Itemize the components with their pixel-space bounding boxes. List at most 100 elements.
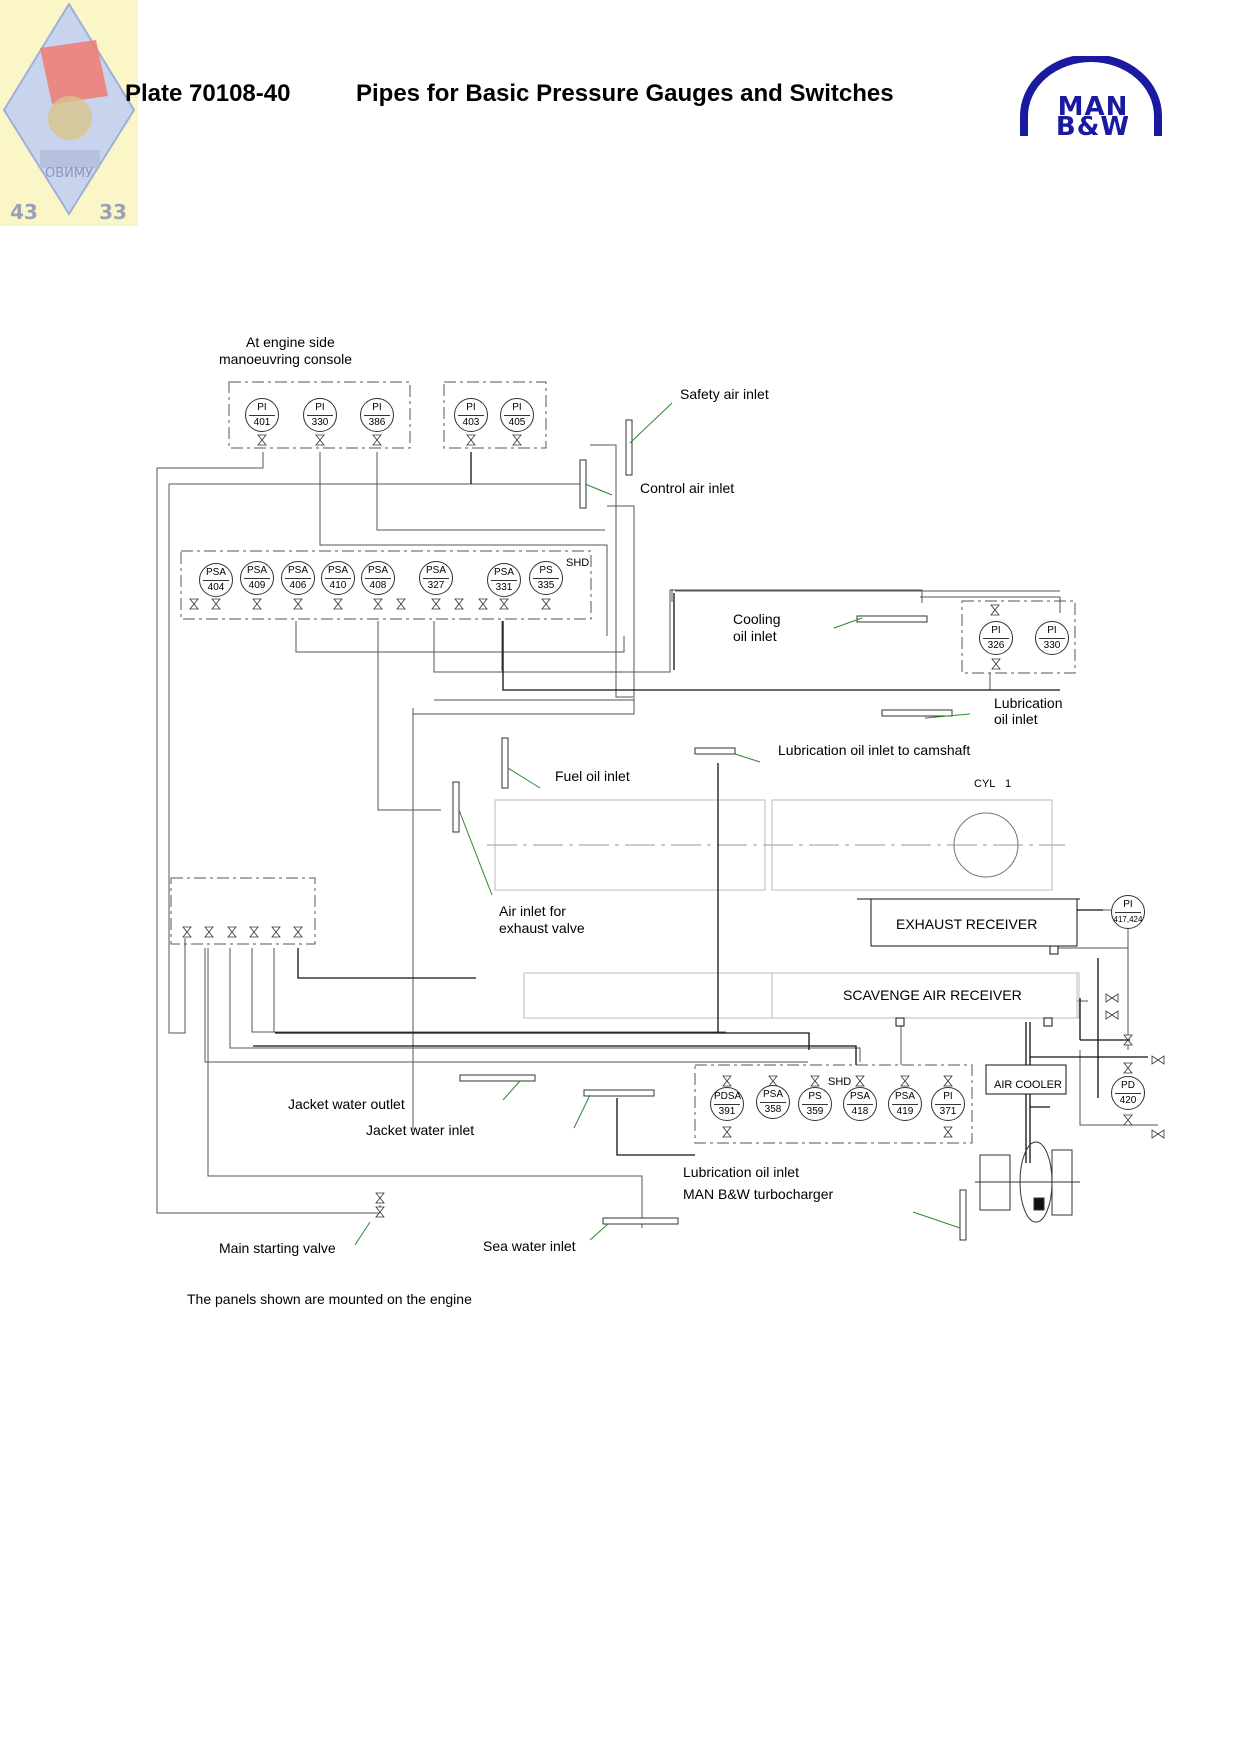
gauge-number: 331: [495, 582, 513, 593]
gauge-number: 420: [1119, 1095, 1137, 1106]
label-man-bw-turbocharger: MAN B&W turbocharger: [683, 1186, 834, 1202]
gauge-type: PI: [307, 401, 333, 416]
label-cyl: CYL: [974, 778, 996, 790]
gauge-type: PSA: [423, 564, 449, 579]
gauge-number: 418: [851, 1106, 869, 1117]
label-lub-oil-inlet-turbo: Lubrication oil inlet: [683, 1164, 799, 1180]
emblem-watermark: ОВИМУ 43 33: [0, 0, 138, 226]
gauge-type: PSA: [760, 1088, 786, 1103]
label-lub-oil-camshaft: Lubrication oil inlet to camshaft: [778, 742, 971, 758]
gauge-number: 419: [896, 1106, 914, 1117]
label-air-cooler: AIR COOLER: [994, 1079, 1062, 1091]
gauge-number: 326: [987, 640, 1005, 651]
label-air-inlet-for: Air inlet for: [499, 903, 566, 919]
gauge-type: PSA: [244, 564, 270, 579]
label-cooling-oil-inlet: oil inlet: [733, 628, 777, 644]
emblem-text: ОВИМУ: [45, 166, 93, 181]
label-jacket-water-outlet: Jacket water outlet: [288, 1096, 405, 1112]
logo-arc-icon: [1020, 54, 1162, 136]
gauge-type: PSA: [892, 1090, 918, 1105]
gauge-type: PSA: [203, 566, 229, 581]
gauge-type: PD: [1115, 1079, 1141, 1094]
label-lubrication: Lubrication: [994, 695, 1063, 711]
logo-line-2: B&W: [1055, 112, 1131, 142]
gauge-type: PI: [1039, 624, 1065, 639]
gauge-number: 327: [427, 580, 445, 591]
label-main-starting-valve: Main starting valve: [219, 1240, 336, 1256]
label-lubrication-oil-inlet: oil inlet: [994, 711, 1038, 727]
gauge-pi-417424: PI 417,424: [1111, 895, 1145, 929]
plate-number: Plate 70108-40: [125, 80, 291, 107]
label-engine-side: At engine side: [246, 334, 335, 350]
gauge-number: 358: [764, 1104, 782, 1115]
label-control-air-inlet: Control air inlet: [640, 480, 735, 496]
gauge-type: PI: [1115, 898, 1141, 913]
gauge-number: 405: [508, 417, 526, 428]
label-exhaust-valve: exhaust valve: [499, 920, 585, 936]
gauge-type: PS: [533, 564, 559, 579]
page-title: Pipes for Basic Pressure Gauges and Swit…: [356, 80, 894, 107]
label-shd-top: SHD: [566, 557, 590, 569]
gauge-number: 330: [1043, 640, 1061, 651]
gauge-type: PI: [983, 624, 1009, 639]
gauge-number: 406: [289, 580, 307, 591]
man-bw-logo: MAN B&W: [1018, 54, 1164, 142]
gauge-number: 417,424: [1113, 915, 1143, 924]
gauge-type: PI: [935, 1090, 961, 1105]
label-cyl-number: 1: [1005, 778, 1012, 790]
gauge-number: 403: [462, 417, 480, 428]
label-sea-water-inlet: Sea water inlet: [483, 1238, 576, 1254]
emblem-number-left: 43: [10, 200, 38, 224]
gauge-type: PSA: [325, 564, 351, 579]
gauge-number: 391: [718, 1106, 736, 1117]
label-shd-bottom: SHD: [828, 1076, 852, 1088]
gauge-number: 371: [939, 1106, 957, 1117]
gauge-type: PI: [458, 401, 484, 416]
gauge-type: PSA: [847, 1090, 873, 1105]
footnote: The panels shown are mounted on the engi…: [187, 1291, 472, 1307]
label-scavenge-air-receiver: SCAVENGE AIR RECEIVER: [843, 987, 1022, 1003]
gauge-number: 386: [368, 417, 386, 428]
gauge-type: PS: [802, 1090, 828, 1105]
label-exhaust-receiver: EXHAUST RECEIVER: [896, 916, 1038, 932]
gauge-number: 359: [806, 1106, 824, 1117]
gauge-type: PI: [249, 401, 275, 416]
gauge-type: PSA: [491, 566, 517, 581]
label-manoeuvring-console: manoeuvring console: [219, 351, 353, 367]
gauge-type: PDSA: [714, 1090, 741, 1105]
gauge-number: 330: [311, 417, 329, 428]
gauge-number: 409: [248, 580, 266, 591]
gauge-type: PI: [504, 401, 530, 416]
gauge-type: PSA: [365, 564, 391, 579]
logo-line-1: MAN: [1057, 92, 1129, 122]
label-cooling: Cooling: [733, 611, 781, 627]
gauge-type: PSA: [285, 564, 311, 579]
gauge-number: 410: [329, 580, 347, 591]
gauge-number: 404: [207, 582, 225, 593]
label-fuel-oil-inlet: Fuel oil inlet: [555, 768, 630, 784]
gauge-number: 408: [369, 580, 387, 591]
label-jacket-water-inlet: Jacket water inlet: [366, 1122, 475, 1138]
label-safety-air-inlet: Safety air inlet: [680, 386, 769, 402]
